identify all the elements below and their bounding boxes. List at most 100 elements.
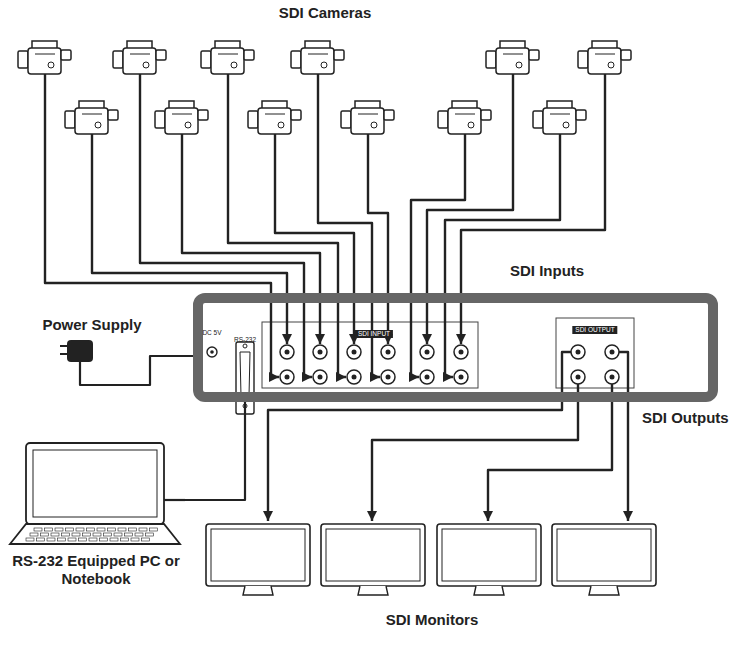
bnc-pin bbox=[318, 350, 323, 355]
key bbox=[135, 533, 143, 536]
bnc-ring bbox=[605, 370, 619, 384]
sdi-monitor bbox=[321, 524, 425, 595]
node-caption: RS-232 Equipped PC or Notebook bbox=[8, 552, 184, 588]
key bbox=[114, 533, 122, 536]
group-label: SDI Cameras bbox=[279, 4, 372, 22]
key bbox=[47, 538, 55, 541]
bnc-ring bbox=[280, 370, 294, 384]
panel-label: RS-232 bbox=[234, 336, 256, 344]
bnc-ring bbox=[381, 345, 395, 359]
bnc-ring bbox=[420, 370, 434, 384]
bnc-port bbox=[420, 345, 434, 359]
bnc-port bbox=[280, 370, 294, 384]
sdi-monitor bbox=[552, 524, 656, 595]
sdi-camera bbox=[65, 101, 118, 134]
dc-jack bbox=[207, 347, 217, 357]
bnc-pin bbox=[576, 350, 581, 355]
bnc-port bbox=[571, 345, 585, 359]
key bbox=[129, 528, 137, 531]
sdi-cable bbox=[445, 134, 560, 377]
cable-connector bbox=[184, 402, 245, 500]
bnc-ring bbox=[571, 345, 585, 359]
bnc-port bbox=[605, 370, 619, 384]
group-label: SDI Inputs bbox=[510, 262, 584, 280]
plug-prong bbox=[60, 345, 67, 347]
key bbox=[108, 528, 116, 531]
bnc-pin bbox=[285, 375, 290, 380]
bnc-ring bbox=[381, 370, 395, 384]
bnc-pin bbox=[285, 350, 290, 355]
key bbox=[83, 533, 91, 536]
key bbox=[76, 528, 84, 531]
sdi-camera bbox=[201, 41, 254, 74]
bnc-pin bbox=[610, 350, 615, 355]
power-supply: Power Supply bbox=[40, 316, 144, 377]
laptop-base bbox=[10, 524, 180, 544]
bnc-pin bbox=[386, 375, 391, 380]
bnc-ring bbox=[347, 370, 361, 384]
key bbox=[26, 538, 34, 541]
sdi-cable bbox=[427, 74, 513, 344]
sdi-cable bbox=[228, 74, 346, 377]
bnc-pin bbox=[610, 375, 615, 380]
sdi-camera bbox=[578, 41, 631, 74]
panel-label: SDI OUTPUT bbox=[572, 326, 617, 334]
sdi-camera bbox=[486, 41, 539, 74]
bnc-port bbox=[347, 345, 361, 359]
key bbox=[72, 533, 80, 536]
bnc-ring bbox=[605, 345, 619, 359]
bnc-port bbox=[381, 370, 395, 384]
db9-screw bbox=[243, 344, 247, 348]
sdi-camera bbox=[438, 101, 491, 134]
sdi-cable bbox=[619, 352, 628, 521]
bnc-port bbox=[454, 345, 468, 359]
keyboard bbox=[26, 528, 158, 541]
matrix-switcher: DC 5V RS-232 SDI INPUT SDI OUTPUT bbox=[193, 293, 718, 402]
key bbox=[89, 538, 97, 541]
key bbox=[142, 538, 150, 541]
key bbox=[34, 528, 42, 531]
sdi-monitor bbox=[206, 524, 310, 595]
key bbox=[68, 538, 76, 541]
camera-group bbox=[18, 41, 631, 134]
key bbox=[125, 533, 133, 536]
sdi-cable bbox=[140, 74, 312, 377]
key bbox=[41, 533, 49, 536]
bnc-pin bbox=[386, 350, 391, 355]
sdi-cable bbox=[488, 384, 612, 521]
sdi-cable bbox=[461, 74, 605, 344]
panel-label: SDI INPUT bbox=[355, 330, 393, 338]
panel-label: DC 5V bbox=[202, 329, 221, 337]
bnc-pin bbox=[352, 375, 357, 380]
key bbox=[118, 528, 126, 531]
sdi-camera bbox=[341, 101, 394, 134]
bnc-port bbox=[420, 370, 434, 384]
key bbox=[87, 528, 95, 531]
bnc-ring bbox=[347, 345, 361, 359]
bnc-ring bbox=[313, 345, 327, 359]
bnc-port bbox=[347, 370, 361, 384]
bnc-port bbox=[381, 345, 395, 359]
key bbox=[150, 528, 158, 531]
adapter-cord bbox=[79, 362, 81, 377]
sdi-camera bbox=[291, 41, 344, 74]
key bbox=[97, 528, 105, 531]
sdi-cable bbox=[372, 384, 578, 521]
db9-face bbox=[240, 352, 250, 396]
key bbox=[55, 528, 63, 531]
adapter-body bbox=[67, 340, 93, 362]
key bbox=[93, 533, 101, 536]
sdi-camera bbox=[533, 101, 586, 134]
sdi-camera bbox=[155, 101, 208, 134]
laptop-screen bbox=[33, 450, 157, 517]
serial-cable-stub bbox=[164, 499, 185, 501]
key bbox=[100, 538, 108, 541]
laptop-lid bbox=[26, 443, 164, 524]
sdi-camera bbox=[248, 101, 301, 134]
key bbox=[131, 538, 139, 541]
laptop bbox=[10, 443, 185, 544]
sdi-camera bbox=[18, 41, 71, 74]
bnc-port bbox=[454, 370, 468, 384]
key bbox=[37, 538, 45, 541]
